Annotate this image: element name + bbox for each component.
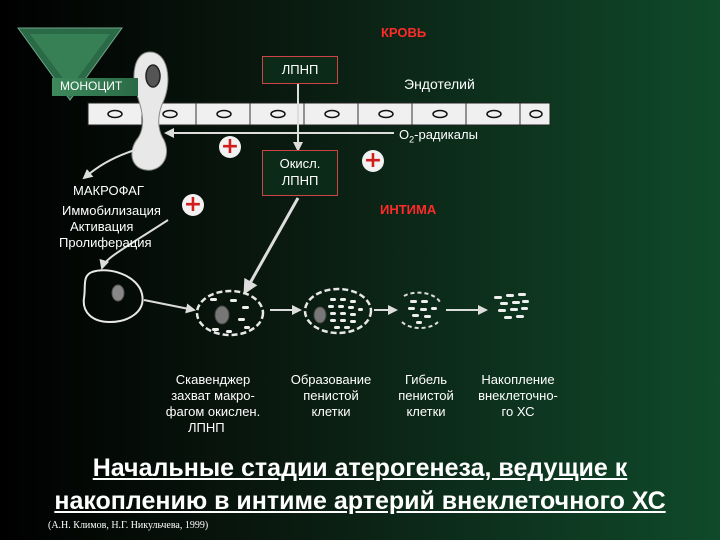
- slide-title-line2: накоплению в интиме артерий внеклеточног…: [54, 487, 666, 515]
- scavenger-cell: [195, 289, 265, 337]
- dying-foam-cell: [401, 291, 441, 329]
- plus-icon-endothelium: +: [219, 134, 241, 159]
- stage4-line3: го ХС: [501, 404, 535, 419]
- stage2-line1: Образование: [290, 372, 372, 387]
- stage1-line4: ЛПНП: [188, 420, 225, 435]
- stage-scavenger-uptake: Скавенджер захват макро- фагом окислен. …: [148, 372, 278, 436]
- o2-subscript: 2: [409, 134, 415, 145]
- arrow-macrophage-to-cell: [99, 219, 169, 270]
- label-o2-radicals: O2-радикалы: [399, 127, 478, 148]
- label-endothelium: Эндотелий: [404, 76, 475, 92]
- slide-title-line1: Начальные стадии атерогенеза, ведущие к: [92, 454, 628, 482]
- stage4-line1: Накопление: [481, 372, 555, 387]
- stage1-line2: захват макро-: [171, 388, 255, 403]
- stage2-line3: клетки: [311, 404, 351, 419]
- stage-accumulation: Накопление внеклеточно- го ХС: [466, 372, 570, 420]
- foam-cell: [303, 287, 373, 335]
- stage1-line1: Скавенджер: [175, 372, 251, 387]
- extracellular-cholesterol: [494, 293, 529, 319]
- stage3-line3: клетки: [406, 404, 446, 419]
- stage2-line2: пенистой: [303, 388, 359, 403]
- label-immobilization: Иммобилизация: [62, 203, 161, 218]
- label-blood: КРОВЬ: [381, 25, 427, 40]
- label-monocyte: МОНОЦИТ: [60, 79, 123, 93]
- foam-nucleus: [313, 306, 327, 324]
- monocyte-nucleus: [145, 64, 161, 88]
- label-activation: Активация: [70, 219, 134, 234]
- stage3-line1: Гибель: [404, 372, 448, 387]
- oxldl-line1: Окисл.: [279, 156, 321, 171]
- stage-foam-formation: Образование пенистой клетки: [278, 372, 384, 420]
- oxldl-line2: ЛПНП: [281, 173, 319, 188]
- macrophage-nucleus: [111, 284, 125, 302]
- stage1-line3: фагом окислен.: [165, 404, 261, 419]
- logo-triangle: [17, 27, 123, 101]
- label-intima: ИНТИМА: [380, 202, 437, 217]
- oxidized-ldl-box: Окисл. ЛПНП: [262, 150, 338, 196]
- stage3-line2: пенистой: [398, 388, 454, 403]
- ldl-label: ЛПНП: [281, 62, 319, 77]
- plus-icon-macrophage: +: [182, 192, 204, 217]
- stage-foam-death: Гибель пенистой клетки: [386, 372, 466, 420]
- label-macrophage: МАКРОФАГ: [73, 183, 144, 198]
- citation: (А.Н. Климов, Н.Г. Никульчева, 1999): [48, 520, 209, 531]
- scavenger-nucleus: [214, 305, 230, 325]
- arrow-macrophage-to-foam: [143, 299, 196, 314]
- macrophage-cell: [82, 269, 144, 324]
- monocyte-label-bar: [52, 78, 138, 96]
- endothelium-layer: [87, 102, 551, 126]
- o2-suffix: -радикалы: [414, 127, 478, 142]
- ldl-box: ЛПНП: [262, 56, 338, 84]
- arrow-oxldl-to-uptake: [243, 197, 300, 295]
- plus-icon-o2: +: [362, 148, 384, 173]
- o2-prefix: O: [399, 127, 410, 142]
- arrow-monocyte-to-macrophage: [82, 149, 136, 180]
- stage4-line2: внеклеточно-: [478, 388, 558, 403]
- label-proliferation: Пролиферация: [59, 235, 152, 250]
